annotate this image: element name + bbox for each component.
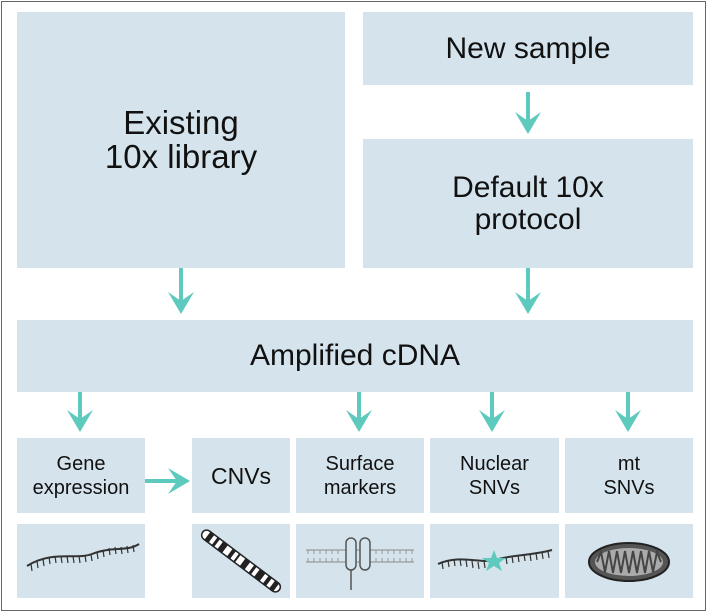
output-box-cnv: CNVs	[192, 438, 290, 513]
icon-box-surface	[296, 524, 424, 598]
mitochondrion-icon	[588, 542, 670, 582]
existing-library-box: Existing 10x library	[17, 12, 345, 268]
icon-box-cnv	[192, 524, 290, 598]
default-protocol-box: Default 10x protocol	[363, 139, 693, 268]
default-protocol-label: Default 10x protocol	[452, 170, 604, 236]
output-box-surface: Surface markers	[296, 438, 424, 513]
chromosome-icon	[200, 529, 282, 593]
mutated-strand-icon	[437, 549, 553, 571]
output-box-gene: Gene expression	[17, 438, 145, 513]
arrow-existing-to-amplified	[168, 268, 194, 314]
amplified-cdna-label: Amplified cDNA	[249, 339, 461, 372]
existing-library-label: Existing 10x library	[104, 104, 258, 175]
arrow-to-gene	[67, 392, 93, 432]
arrow-default-to-amplified	[515, 268, 541, 314]
arrow-to-mt	[615, 392, 641, 432]
output-label-cnv: CNVs	[210, 462, 272, 489]
new-sample-label: New sample	[445, 31, 611, 65]
output-label-mt: mt SNVs	[603, 452, 655, 499]
output-label-nuclear: Nuclear SNVs	[460, 452, 529, 499]
output-box-mt: mt SNVs	[565, 438, 693, 513]
output-box-nuclear: Nuclear SNVs	[430, 438, 559, 513]
output-label-surface: Surface markers	[323, 452, 397, 499]
icon-box-mt	[565, 524, 693, 598]
amplified-cdna-box: Amplified cDNA	[17, 320, 693, 392]
icon-box-gene	[17, 524, 145, 598]
rna-strand-icon	[26, 543, 140, 572]
icon-box-nuclear	[430, 524, 559, 598]
arrow-to-surface	[346, 392, 372, 432]
arrow-new-to-default	[515, 92, 541, 134]
arrow-to-nuclear	[479, 392, 505, 432]
arrow-gene-to-cnv	[145, 468, 190, 494]
new-sample-box: New sample	[363, 12, 693, 85]
output-label-gene: Gene expression	[32, 452, 130, 499]
membrane-protein-icon	[306, 537, 414, 590]
